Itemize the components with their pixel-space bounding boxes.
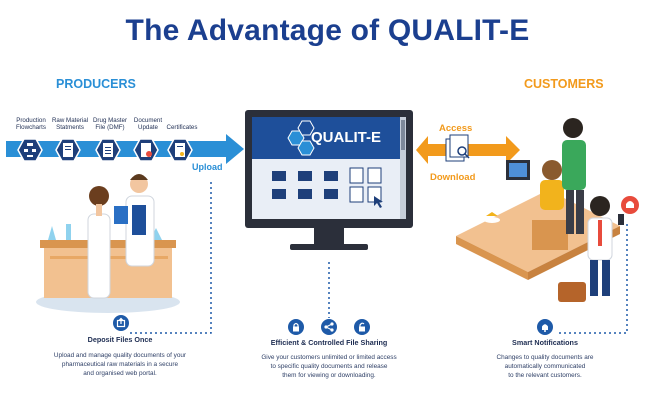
bell-alert-icon <box>621 196 639 214</box>
document-icons <box>17 138 193 162</box>
customers-heading: CUSTOMERS <box>524 77 604 91</box>
sharing-description: Give your customers unlimited or limited… <box>261 354 397 379</box>
notifications-title: Smart Notifications <box>512 338 578 347</box>
lock-icon <box>288 319 304 335</box>
bell-icon <box>537 319 553 335</box>
sharing-title: Efficient & Controlled File Sharing <box>270 338 388 347</box>
producers-heading: PRODUCERS <box>56 77 136 91</box>
dmf-file-icon <box>95 138 121 162</box>
document-update-icon <box>133 138 159 162</box>
dotted-connectors <box>130 182 628 334</box>
statement-icon <box>55 138 81 162</box>
access-download-arrows <box>416 134 520 164</box>
doc-label-certificates: Certificates <box>166 124 198 131</box>
unlock-icon <box>354 319 370 335</box>
flowchart-icon <box>17 138 43 162</box>
lab-scene <box>36 174 180 313</box>
notifications-description: Changes to quality documents are automat… <box>496 354 594 379</box>
page-title: The Advantage of QUALIT-E <box>125 14 530 47</box>
deposit-description: Upload and manage quality documents of y… <box>53 352 187 377</box>
share-icon <box>321 319 337 335</box>
upload-icon <box>113 315 129 331</box>
access-label: Access <box>439 123 473 134</box>
certificate-icon <box>167 138 193 162</box>
qualit-e-logo: QUALIT-E <box>311 129 381 146</box>
office-scene <box>456 118 639 302</box>
monitor <box>245 110 413 250</box>
deposit-title: Deposit Files Once <box>87 335 153 344</box>
upload-label: Upload <box>192 162 223 172</box>
download-label: Download <box>430 172 476 183</box>
